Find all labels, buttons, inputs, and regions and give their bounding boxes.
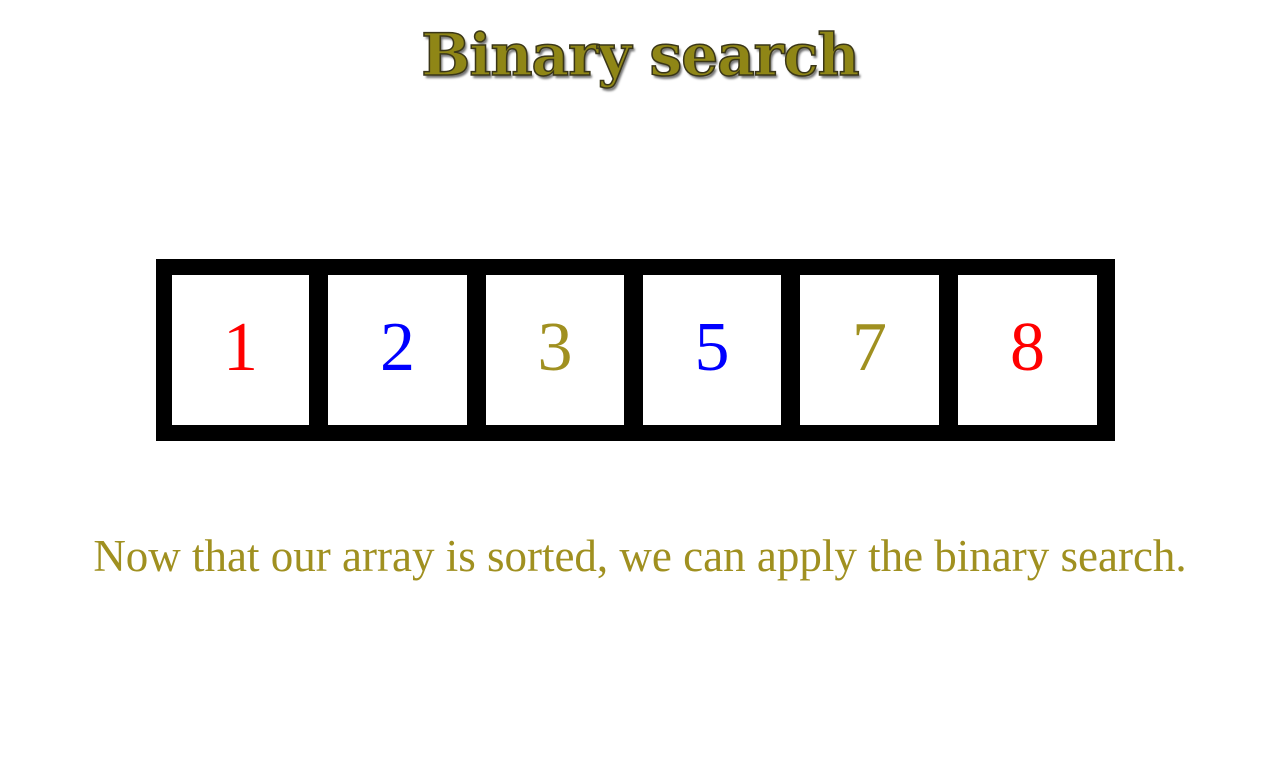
array-cell: 1 xyxy=(172,275,309,425)
array-cell-value: 7 xyxy=(852,309,887,386)
array-cell-value: 1 xyxy=(223,309,258,386)
array-cell: 8 xyxy=(958,275,1097,425)
array-container: 1 2 3 5 7 8 xyxy=(156,259,1115,441)
array-cell: 5 xyxy=(643,275,781,425)
array-cell: 7 xyxy=(800,275,939,425)
array-cell-value: 8 xyxy=(1010,309,1045,386)
array-cell-value: 2 xyxy=(380,309,415,386)
page-title: Binary search xyxy=(421,21,861,89)
array-cell: 3 xyxy=(486,275,624,425)
caption-text: Now that our array is sorted, we can app… xyxy=(93,531,1187,581)
array-cell-value: 5 xyxy=(694,309,730,386)
array-cell-value: 3 xyxy=(537,309,573,386)
array-cell: 2 xyxy=(328,275,467,425)
